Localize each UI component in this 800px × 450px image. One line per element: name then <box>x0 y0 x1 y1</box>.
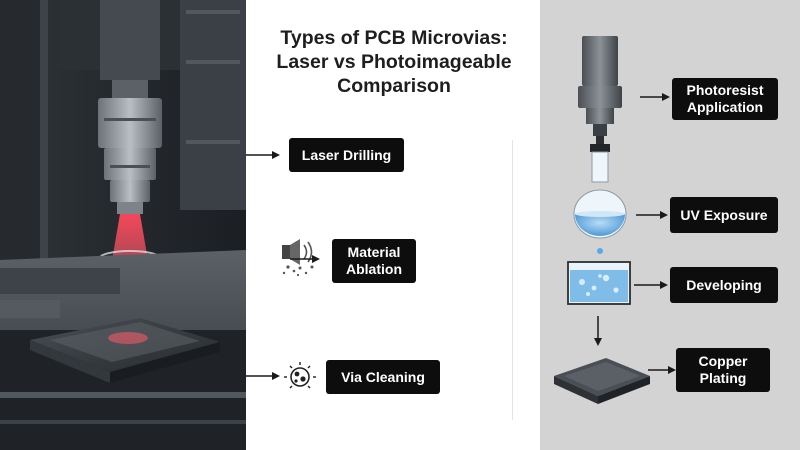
step-developing-label: Developing <box>686 277 761 294</box>
step-laser-drilling: Laser Drilling <box>289 138 404 172</box>
arrow-to-via-cleaning <box>246 370 280 382</box>
arrow-down-to-plating <box>592 316 604 346</box>
step-laser-drilling-label: Laser Drilling <box>302 147 391 164</box>
flask-icon <box>575 152 625 234</box>
arrow-to-uv-exposure <box>636 209 668 221</box>
step-copper-plating: Copper Plating <box>676 348 770 392</box>
arrow-to-developing <box>634 279 668 291</box>
step-copper-plating-label-1: Copper <box>699 353 748 370</box>
arrow-to-material-ablation <box>290 253 320 265</box>
arrow-to-laser-drilling <box>246 149 280 161</box>
step-uv-exposure: UV Exposure <box>670 197 778 233</box>
arrow-to-photoresist-application <box>640 91 670 103</box>
step-material-ablation-label-2: Ablation <box>346 261 402 278</box>
step-copper-plating-label-2: Plating <box>700 370 747 387</box>
title-line-2: Laser vs Photoimageable <box>258 50 530 74</box>
title-line-3: Comparison <box>258 74 530 98</box>
cleaning-particles-icon <box>282 360 318 394</box>
step-via-cleaning-label: Via Cleaning <box>341 369 425 386</box>
step-via-cleaning: Via Cleaning <box>326 360 440 394</box>
developer-tank-icon <box>566 258 632 306</box>
step-material-ablation-label-1: Material <box>348 244 401 261</box>
laser-machine-illustration <box>0 0 246 450</box>
step-photoresist-label-2: Application <box>687 99 763 116</box>
step-uv-exposure-label: UV Exposure <box>680 207 767 224</box>
column-divider <box>512 140 513 420</box>
step-developing: Developing <box>670 267 778 303</box>
laser-machine-photo <box>0 0 246 450</box>
diagram-title: Types of PCB Microvias: Laser vs Photoim… <box>258 26 530 98</box>
step-photoresist-application: Photoresist Application <box>672 78 778 120</box>
step-material-ablation: Material Ablation <box>332 239 416 283</box>
pcb-board-icon <box>550 352 654 406</box>
step-photoresist-label-1: Photoresist <box>686 82 763 99</box>
arrow-to-copper-plating <box>648 364 676 376</box>
title-line-1: Types of PCB Microvias: <box>258 26 530 50</box>
